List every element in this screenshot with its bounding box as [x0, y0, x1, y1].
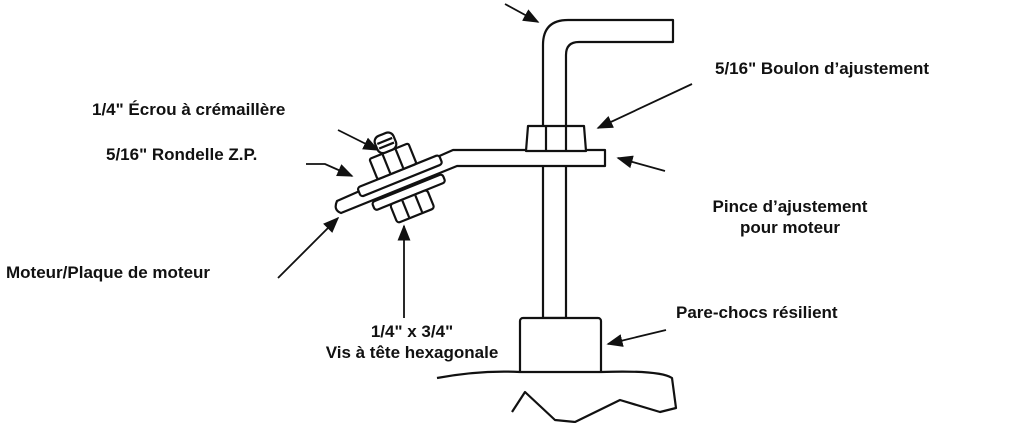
label-motor-plate: Moteur/Plaque de moteur — [6, 263, 211, 282]
arrow-rack-nut — [337, 129, 380, 151]
arrow-washer — [306, 163, 354, 177]
label-hex-screw-line1: 1/4" x 3/4" — [370, 322, 454, 341]
bolt-hex-nut — [524, 124, 588, 153]
adjustment-bolt — [541, 18, 675, 320]
label-hex-screw-line2: Vis à tête hexagonale — [325, 343, 499, 362]
label-rack-nut: 1/4" Écrou à crémaillère — [92, 100, 286, 119]
arrow-adjust-bolt — [596, 83, 693, 129]
label-clamp: Pince d’ajustement pour moteur — [660, 196, 920, 238]
label-hex-screw: 1/4" x 3/4" Vis à tête hexagonale — [262, 321, 562, 363]
arrow-clamp — [616, 155, 666, 172]
label-clamp-line1: Pince d’ajustement — [712, 197, 868, 216]
arrow-bumper — [606, 329, 667, 347]
hex-head-screw — [389, 189, 435, 224]
label-washer: 5/16" Rondelle Z.P. — [106, 145, 258, 164]
base-frame — [436, 370, 678, 423]
arrow-top-hook — [504, 3, 540, 23]
label-adjust-bolt: 5/16" Boulon d’ajustement — [715, 59, 929, 78]
label-clamp-line2: pour moteur — [739, 218, 841, 237]
arrow-motor-plate — [277, 216, 340, 279]
label-bumper: Pare-chocs résilient — [676, 303, 838, 322]
